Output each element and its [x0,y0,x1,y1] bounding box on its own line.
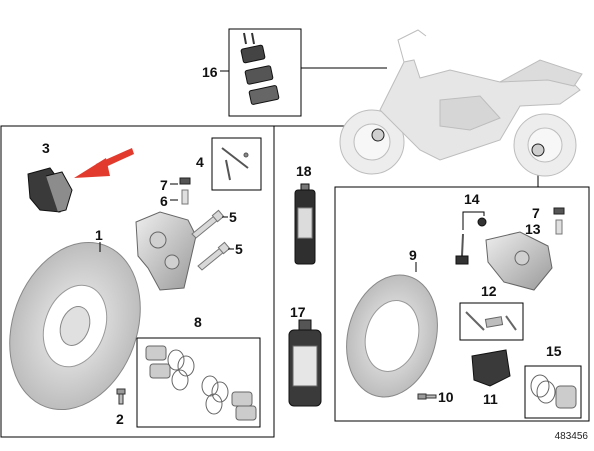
callout-14: 14 [464,191,480,207]
callout-16: 16 [202,64,218,80]
callout-7: 7 [160,177,168,193]
callout-12: 12 [481,283,497,299]
bleed-screw-part [179,177,191,205]
rear-brake-group-frame [334,186,590,422]
callout-11: 11 [483,391,498,407]
rear-pin-kit-part [465,311,517,331]
red-arrow-icon [74,148,134,178]
callout-6: 6 [160,193,168,209]
brake-cleaner-can-part [294,183,316,265]
rear-caliper-fastener-part [455,217,487,265]
rear-brake-disc-part [346,274,438,398]
callout-9: 9 [409,247,417,263]
callout-10: 10 [438,389,454,405]
callout-3: 3 [42,140,50,156]
motorcycle-illustration [339,29,583,177]
caliper-bolt-part [191,209,231,271]
rear-brake-caliper-part [485,231,553,291]
rear-disc-bolt-part [417,393,437,400]
callout-7: 7 [532,205,540,221]
diagram-code: 483456 [554,431,588,442]
rear-bleed-screw-part [553,207,565,235]
rear-brake-highlight [531,143,545,157]
rear-piston-kit-frame [524,365,582,419]
callout-1: 1 [95,227,103,243]
caliper-pin-kit-part [221,147,249,181]
callout-4: 4 [196,154,204,170]
brake-fluid-bottle-part [288,319,322,407]
handlebar-clamp-parts [240,32,280,105]
front-brake-caliper-part [135,211,197,291]
callout-13: 13 [525,221,541,237]
callout-17: 17 [290,304,306,320]
front-brake-pad-part [27,167,73,213]
rear-pin-kit-frame [459,302,524,341]
leader-line [462,211,485,230]
front-brake-disc-part [9,241,141,411]
rear-piston-kit-part [530,374,577,409]
callout-5: 5 [229,209,237,225]
callout-2: 2 [116,411,124,427]
front-brake-highlight [371,128,385,142]
callout-5: 5 [235,241,243,257]
front-brake-group-frame [0,125,275,438]
pin-kit-frame [211,137,262,191]
rear-brake-pad-part [471,349,511,387]
disc-bolt-part [116,388,126,405]
callout-8: 8 [194,314,202,330]
handlebar-pads-frame [228,28,302,117]
callout-15: 15 [546,343,562,359]
piston-seal-kit-part [145,345,257,421]
pad-spring-kit-frame [136,337,261,428]
callout-18: 18 [296,163,312,179]
